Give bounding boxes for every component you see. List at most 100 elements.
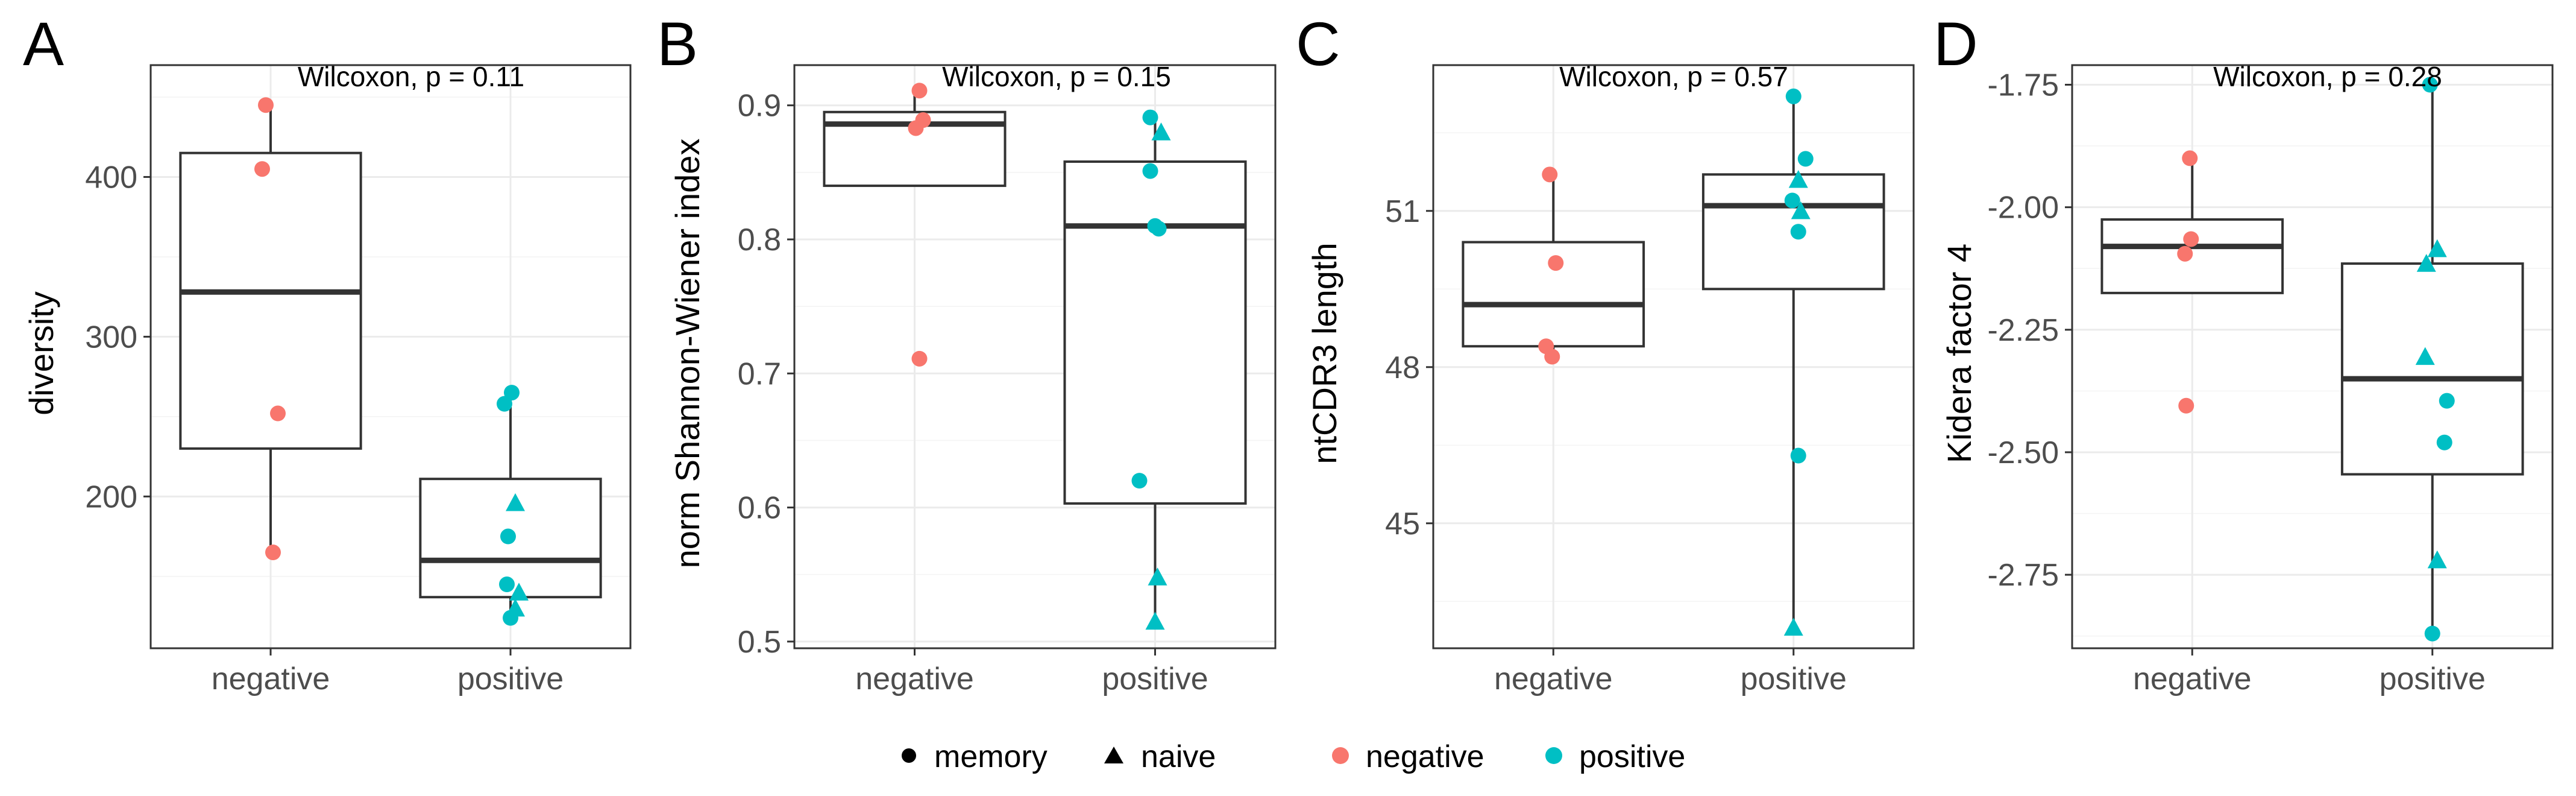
panel-b-ytick-label-4: 0.9 xyxy=(738,89,781,124)
panel-a-point-7 xyxy=(500,528,516,545)
panel-a-point-11 xyxy=(503,610,518,626)
panel-c-point-11 xyxy=(1783,618,1803,636)
panel-a-ytick-label-2: 400 xyxy=(85,160,137,195)
panel-d-ytick-label-0: -2.75 xyxy=(1987,558,2059,593)
panel-a-point-8 xyxy=(499,576,515,593)
panel-a-ylabel: diversity xyxy=(22,291,60,415)
panel-a-point-0 xyxy=(258,97,274,113)
legend-positive-label: positive xyxy=(1579,739,1685,774)
panel-a-annotation: Wilcoxon, p = 0.11 xyxy=(298,61,524,92)
panel-a-point-3 xyxy=(265,545,281,561)
panel-a-ytick-label-0: 200 xyxy=(85,479,137,514)
panel-c-point-1 xyxy=(1548,255,1564,271)
panel-b-plot: 0.5 0.6 0.7 0.8 0.9 negative positive xyxy=(738,64,1277,696)
panel-c-ytick-label-1: 48 xyxy=(1385,350,1420,385)
panel-d-point-4 xyxy=(2422,77,2438,93)
panel-b-point-5 xyxy=(1151,122,1171,141)
panel-d-frame xyxy=(2071,64,2554,649)
panel-c-ytick-label-2: 51 xyxy=(1385,194,1420,229)
panel-b-xtick-label-negative: negative xyxy=(855,662,974,696)
panel-b-point-0 xyxy=(911,83,928,99)
panel-letter-c: C xyxy=(1296,10,1340,78)
panel-b-ytick-label-3: 0.8 xyxy=(738,223,781,257)
panel-c-ylabel: ntCDR3 length xyxy=(1305,242,1343,464)
panel-c-point-10 xyxy=(1790,447,1806,464)
panel-c-xtick-label-positive: positive xyxy=(1741,662,1847,696)
panel-a-point-6 xyxy=(506,493,525,511)
panel-b-ytick-label-0: 0.5 xyxy=(738,625,781,660)
panel-b: B 0.5 0.6 0.7 0.8 0.9 negative positive Wilcox… xyxy=(657,10,1277,696)
panel-a-point-4 xyxy=(504,385,520,401)
panel-c-point-9 xyxy=(1790,224,1806,240)
panel-b-point-6 xyxy=(1142,163,1158,179)
panel-d-ytick-label-3: -2.00 xyxy=(1987,191,2059,226)
panel-d-point-10 xyxy=(2427,550,2447,569)
panel-letter-d: D xyxy=(1934,10,1978,78)
panel-a-point-5 xyxy=(497,396,512,412)
panel-d-xtick-label-negative: negative xyxy=(2133,662,2252,696)
panel-b-box-positive xyxy=(1063,160,1247,505)
panel-d-point-2 xyxy=(2177,245,2193,262)
panel-d-point-1 xyxy=(2183,231,2199,247)
panel-b-xtick-label-positive: positive xyxy=(1102,662,1208,696)
panel-b-point-10 xyxy=(1148,567,1167,586)
panel-b-point-3 xyxy=(911,350,928,367)
panel-a-xtick-label-negative: negative xyxy=(212,662,330,696)
panel-b-annotation: Wilcoxon, p = 0.15 xyxy=(942,61,1171,92)
panel-c-point-5 xyxy=(1797,151,1814,167)
panel-d-ylabel: Kidera factor 4 xyxy=(1940,244,1978,463)
panel-d-ytick-label-2: -2.25 xyxy=(1987,313,2059,348)
panel-c-point-0 xyxy=(1542,166,1558,183)
legend-memory-marker xyxy=(902,748,916,763)
panel-d-xtick-label-positive: positive xyxy=(2380,662,2486,696)
legend-negative-marker xyxy=(1332,747,1349,764)
panel-c-point-7 xyxy=(1784,192,1800,209)
legend-positive-marker xyxy=(1545,747,1562,764)
panel-c-ytick-label-0: 45 xyxy=(1385,507,1420,542)
panel-d-point-9 xyxy=(2436,434,2452,450)
panel-b-frame xyxy=(793,64,1277,649)
legend-naive-marker xyxy=(1104,747,1123,763)
panel-a-xtick-label-positive: positive xyxy=(457,662,564,696)
panel-d-point-11 xyxy=(2424,625,2440,642)
panel-a-frame xyxy=(149,64,632,649)
panel-c-point-8 xyxy=(1791,201,1811,220)
panel-a-box-negative xyxy=(179,151,362,450)
panel-d-point-8 xyxy=(2439,393,2455,409)
legend-memory-label: memory xyxy=(934,739,1048,774)
panel-a-point-2 xyxy=(270,405,286,422)
panel-d-point-0 xyxy=(2182,150,2198,166)
legend: memory naive negative positive xyxy=(902,739,1685,774)
panel-d-point-5 xyxy=(2427,239,2447,257)
panel-c-frame xyxy=(1432,64,1915,649)
panel-a-point-9 xyxy=(509,583,529,601)
panel-b-ytick-label-1: 0.6 xyxy=(738,491,781,526)
legend-negative-label: negative xyxy=(1366,739,1484,774)
panel-b-point-4 xyxy=(1142,109,1158,125)
panel-d-point-7 xyxy=(2415,347,2435,365)
panel-b-point-11 xyxy=(1145,611,1165,630)
panel-letter-a: A xyxy=(23,10,64,78)
panel-c-point-4 xyxy=(1785,88,1802,104)
panel-d-box-positive xyxy=(2340,262,2524,476)
panel-c-point-6 xyxy=(1788,169,1808,188)
panel-b-point-8 xyxy=(1151,221,1167,237)
panel-c-annotation: Wilcoxon, p = 0.57 xyxy=(1559,61,1788,92)
panel-letter-b: B xyxy=(657,10,698,78)
panel-b-ylabel: norm Shannon-Wiener index xyxy=(668,139,706,569)
panel-d-point-3 xyxy=(2178,397,2194,414)
panel-d-ytick-label-4: -1.75 xyxy=(1987,68,2059,103)
panel-a-point-1 xyxy=(254,161,270,177)
panel-b-ytick-label-2: 0.7 xyxy=(738,356,781,391)
panel-d-point-6 xyxy=(2416,254,2436,272)
panel-b-point-2 xyxy=(908,120,924,136)
legend-naive-label: naive xyxy=(1141,739,1216,774)
panel-d-annotation: Wilcoxon, p = 0.28 xyxy=(2213,61,2442,92)
